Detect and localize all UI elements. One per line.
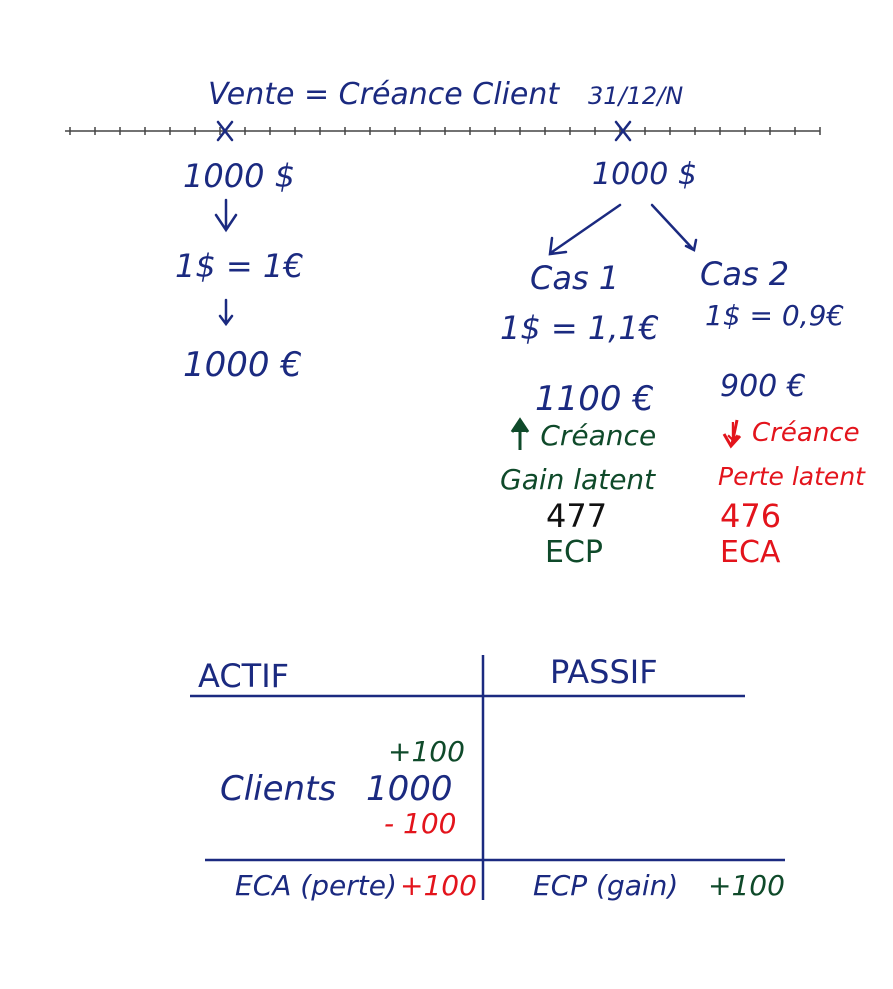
case1-amount-eur: 1100 € [535, 379, 654, 419]
clients-minus: - 100 [384, 807, 457, 840]
case2-rate: 1$ = 0,9€ [705, 299, 845, 332]
arrow-down-2 [218, 298, 234, 327]
case2-account: 476 [720, 497, 782, 535]
clients-value: 1000 [366, 769, 453, 809]
case1-title: Cas 1 [530, 259, 620, 297]
left-rate: 1$ = 1€ [175, 247, 304, 285]
case1-account: 477 [546, 497, 608, 535]
passif-header: PASSIF [550, 653, 658, 691]
case2-amount-eur: 900 € [720, 369, 806, 404]
arrow-down-1 [214, 198, 238, 233]
timeline-ticks [69, 127, 821, 135]
timeline-mark-year-end [614, 120, 632, 142]
right-amount-usd: 1000 $ [592, 157, 697, 192]
timeline-mark-sale [216, 120, 234, 142]
arrow-case1 [548, 203, 622, 256]
clients-plus: +100 [388, 735, 465, 768]
ecp-label: ECP (gain) [533, 869, 679, 902]
left-amount-usd: 1000 $ [183, 157, 295, 195]
case2-account-label: ECA [720, 535, 781, 570]
ecp-value: +100 [708, 869, 785, 902]
case1-result: Gain latent [500, 463, 656, 496]
up-arrow-icon [510, 417, 530, 450]
actif-header: ACTIF [198, 657, 290, 695]
case1-account-label: ECP [545, 535, 603, 570]
case1-effect: ↑ Créance [508, 419, 657, 452]
case2-result: Perte latent [718, 462, 865, 491]
clients-label: Clients [220, 769, 337, 809]
eca-value: +100 [400, 869, 477, 902]
timeline-year-end-label: 31/12/N [588, 82, 684, 110]
down-arrow-icon [722, 419, 742, 449]
arrow-case2 [650, 203, 698, 252]
timeline-sale-label: Vente = Créance Client [208, 77, 560, 112]
left-amount-eur: 1000 € [183, 345, 302, 385]
eca-label: ECA (perte) [235, 869, 397, 902]
case1-rate: 1$ = 1,1€ [500, 309, 660, 347]
case2-title: Cas 2 [700, 255, 790, 293]
case2-effect: ↓ Créance [722, 418, 860, 448]
